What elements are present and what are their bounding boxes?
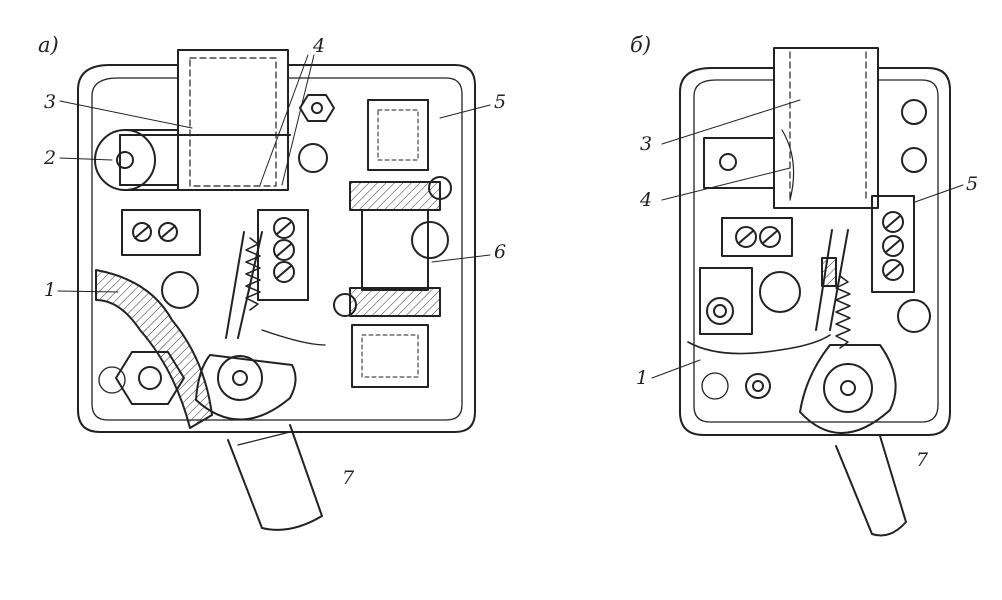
- label-b-1: 1: [636, 367, 648, 389]
- panel-label-a: а): [38, 33, 59, 57]
- bridge-body-a: [361, 209, 429, 291]
- screw-column-b: [871, 195, 915, 293]
- housing-b: [679, 67, 951, 436]
- label-a-4: 4: [312, 35, 325, 57]
- left-block-b: [703, 137, 775, 189]
- spring-b: [835, 275, 851, 349]
- housing-inner-a: [91, 77, 463, 421]
- contact-lower-a: [351, 324, 429, 388]
- hub-a: [195, 354, 297, 421]
- bridge-a: [349, 181, 441, 211]
- lower-left-block-b: [699, 267, 753, 335]
- panel-label-b: б): [630, 33, 651, 57]
- hub-b: [799, 344, 897, 434]
- hex-nut-a: [115, 351, 185, 405]
- spring-a: [245, 237, 261, 311]
- housing-a: [77, 64, 476, 433]
- label-b-5: 5: [966, 173, 978, 195]
- label-b-4: 4: [639, 189, 652, 211]
- label-a-2: 2: [43, 147, 56, 169]
- bridge-lower-a: [349, 287, 441, 317]
- label-a-6: 6: [494, 241, 506, 263]
- label-b-7: 7: [916, 449, 929, 471]
- housing-inner-b: [693, 79, 939, 423]
- figure-a: [57, 49, 491, 531]
- lever-1-a: [95, 269, 213, 429]
- upper-block-a: [177, 49, 289, 191]
- screw-column-a: [257, 209, 309, 301]
- figure-a-labels: а) 3 2 4 5 6 1 7: [38, 33, 506, 489]
- handle-7-b: [835, 435, 907, 537]
- handle-7-a: [227, 424, 323, 531]
- upper-block-b: [773, 47, 879, 209]
- label-a-3: 3: [44, 91, 56, 113]
- label-a-1: 1: [44, 279, 56, 301]
- label-a-5: 5: [494, 91, 506, 113]
- figure-b: [651, 47, 964, 537]
- label-b-3: 3: [640, 133, 652, 155]
- figure-b-labels: б) 3 4 5 1 7: [630, 33, 978, 471]
- nut-top-a: [299, 94, 335, 122]
- lever-1-b: [687, 334, 831, 355]
- label-a-7: 7: [342, 467, 355, 489]
- left-clamp-a: [121, 209, 201, 256]
- contact-upper-a: [367, 99, 429, 171]
